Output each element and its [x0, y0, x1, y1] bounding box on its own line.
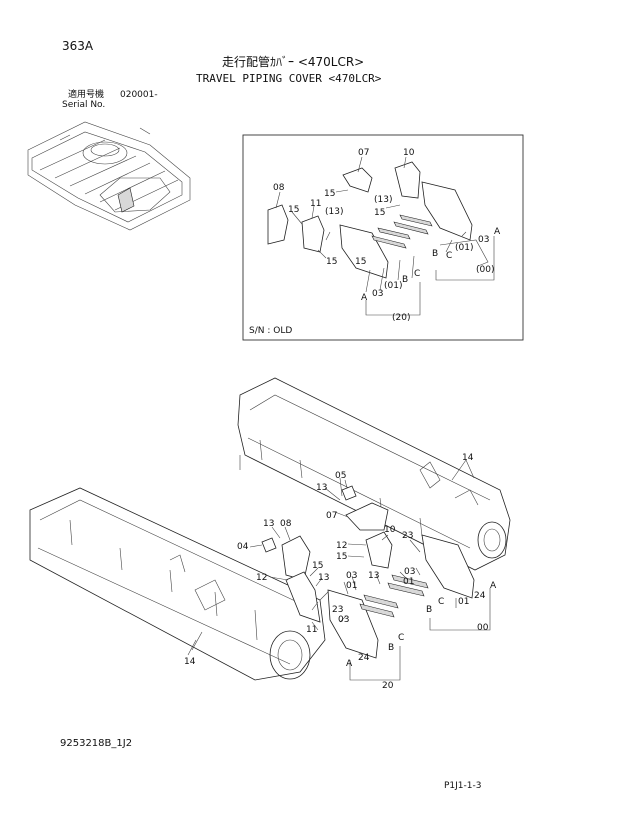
inset-callout: 11 [310, 199, 321, 209]
main-callout: 01 [403, 577, 414, 587]
main-callout: 23 [402, 531, 413, 541]
section-code: 363A [62, 39, 94, 53]
main-callout: 13 [316, 483, 327, 493]
inset-callout: B [402, 275, 408, 285]
main-callout: B [388, 643, 394, 653]
main-callout: 01 [458, 597, 469, 607]
inset-parts [267, 156, 495, 316]
main-callout: 20 [382, 681, 394, 691]
main-callout: 15 [312, 561, 323, 571]
main-callout: 13 [263, 519, 274, 529]
main-callout: 05 [335, 471, 346, 481]
inset-callout: 07 [358, 148, 369, 158]
main-callout: 03 [338, 615, 349, 625]
main-callout: 03 [404, 567, 415, 577]
main-callout: 12 [256, 573, 267, 583]
main-callout: 24 [358, 653, 370, 663]
main-parts [187, 459, 491, 681]
main-callout: 08 [280, 519, 292, 529]
main-callout: 00 [477, 623, 489, 633]
inset-callout: 15 [326, 257, 337, 267]
key-map-illustration [27, 121, 191, 231]
inset-callout: (13) [325, 207, 343, 217]
main-callout: B [426, 605, 432, 615]
page-title-en: TRAVEL PIPING COVER <470LCR> [196, 72, 382, 85]
serial-value: 020001- [120, 90, 158, 100]
inset-callout: A [361, 293, 368, 303]
main-callout: 12 [336, 541, 347, 551]
inset-callout: A [494, 227, 501, 237]
main-callout: 15 [336, 552, 347, 562]
main-callout: A [490, 581, 497, 591]
main-callout: 24 [474, 591, 486, 601]
page-reference: P1J1-1-3 [444, 781, 482, 791]
main-callout: 03 [346, 571, 357, 581]
main-frame-illustration [29, 377, 511, 681]
drawing-number: 9253218B_1J2 [60, 738, 133, 749]
inset-callout: C [414, 269, 420, 279]
inset-callout: (00) [476, 265, 494, 275]
main-callout: 23 [332, 605, 343, 615]
inset-callout: 15 [374, 208, 385, 218]
inset-callout: 15 [288, 205, 299, 215]
main-callout: 11 [306, 625, 317, 635]
inset-callout: 03 [372, 289, 383, 299]
inset-callout: (01) [455, 243, 473, 253]
inset-callout: 15 [324, 189, 335, 199]
serial-label-en: Serial No. [62, 100, 106, 110]
inset-sn-label: S/N : OLD [249, 326, 292, 336]
main-callout: C [438, 597, 444, 607]
serial-label-jp: 適用号機 [68, 90, 105, 100]
page-title-jp: 走行配管ｶﾊﾞｰ <470LCR> [222, 55, 365, 69]
main-callout: 01 [346, 581, 357, 591]
inset-callout: 10 [403, 148, 415, 158]
main-callout: 04 [237, 542, 249, 552]
inset-callout: 15 [355, 257, 366, 267]
main-callout: 13 [318, 573, 329, 583]
inset-callout: B [432, 249, 438, 259]
main-callout: C [398, 633, 404, 643]
main-callout: 10 [384, 525, 396, 535]
main-callout: A [346, 659, 353, 669]
inset-callout: (01) [384, 281, 402, 291]
main-callout: 14 [184, 657, 196, 667]
inset-callout: (20) [392, 313, 410, 323]
inset-callout: C [446, 251, 452, 261]
inset-callout: 08 [273, 183, 285, 193]
main-callout: 07 [326, 511, 337, 521]
main-callout: 13 [368, 571, 379, 581]
inset-callout: 03 [478, 235, 489, 245]
main-callout: 14 [462, 453, 474, 463]
inset-callout: (13) [374, 195, 392, 205]
inset-frame [242, 134, 524, 341]
